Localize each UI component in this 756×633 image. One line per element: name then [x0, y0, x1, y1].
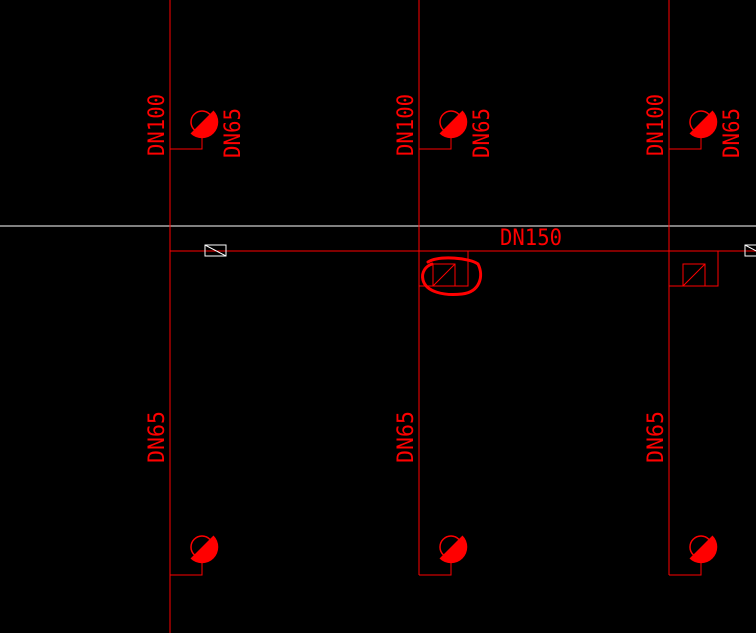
upper-branch-label: DN100 — [644, 94, 669, 156]
fire-hydrant-icon — [689, 535, 718, 564]
lower-riser-label: DN65 — [644, 411, 669, 463]
valve-icon — [204, 244, 227, 257]
fire-hydrant-icon — [439, 110, 468, 139]
upper-hydrant-3: DN100 DN65 — [644, 94, 745, 158]
valve-icon — [668, 251, 719, 287]
main-pipe-label: DN150 — [500, 226, 562, 251]
fire-hydrant-icon — [439, 535, 468, 564]
upper-hydrant-2: DN100 DN65 — [394, 94, 495, 158]
lower-riser-label: DN65 — [145, 411, 170, 463]
fire-hydrant-icon — [689, 110, 718, 139]
circled-valve-icon — [418, 251, 483, 296]
lower-riser-label: DN65 — [394, 411, 419, 463]
upper-branch-label: DN100 — [394, 94, 419, 156]
upper-branch-label: DN100 — [145, 94, 170, 156]
hydrant-branch-label: DN65 — [720, 108, 745, 158]
fire-hydrant-icon — [190, 110, 219, 139]
hydrant-branch-label: DN65 — [221, 108, 246, 158]
fire-hydrant-icon — [190, 535, 219, 564]
upper-hydrant-1: DN100 DN65 — [145, 94, 246, 158]
valve-icon — [744, 244, 756, 257]
hydrant-branch-label: DN65 — [470, 108, 495, 158]
lower-hydrant-2 — [419, 535, 468, 576]
lower-hydrant-1 — [170, 535, 219, 576]
lower-hydrant-3 — [669, 535, 718, 576]
